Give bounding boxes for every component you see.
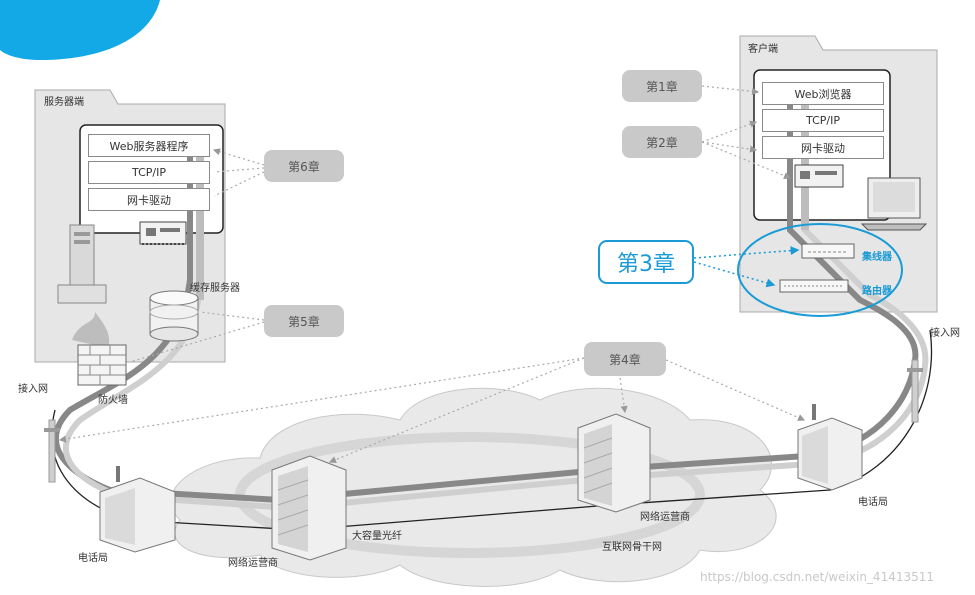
hub-label: 集线器 xyxy=(862,252,892,263)
chapter-2-tag: 第2章 xyxy=(622,126,702,158)
server-tower-icon xyxy=(57,224,107,304)
isp-left-building-icon xyxy=(271,455,347,561)
access-net-left-label: 接入网 xyxy=(18,384,48,395)
server-nic-icon xyxy=(139,221,187,245)
ch6-pointer-3 xyxy=(213,171,265,197)
ch2-pointer-3 xyxy=(701,141,792,180)
access-pole-right-icon xyxy=(907,359,923,423)
chapter3-highlight xyxy=(737,223,903,317)
cable-thin xyxy=(51,329,933,531)
phone-office-right-label: 电话局 xyxy=(858,497,888,508)
cache-server-label: 缓存服务器 xyxy=(190,283,240,294)
ch1-pointer xyxy=(701,85,760,95)
isp-right-building-icon xyxy=(577,413,651,513)
isp-right-label: 网络运营商 xyxy=(640,512,690,523)
chapter-4-tag: 第4章 xyxy=(584,342,666,376)
firewall-label: 防火墙 xyxy=(98,395,128,406)
client-nic-icon xyxy=(794,164,844,188)
ch4-pointer-3 xyxy=(619,377,628,414)
ch4-pointer-2 xyxy=(328,357,585,464)
client-title: 客户端 xyxy=(748,44,778,55)
fiber-label: 大容量光纤 xyxy=(352,531,402,542)
chapter-6-tag: 第6章 xyxy=(264,150,344,182)
cable-left-light xyxy=(62,100,929,512)
ch6-pointer-1 xyxy=(212,148,265,166)
client-layer-tcpip: TCP/IP xyxy=(762,109,884,132)
cache-server-icon xyxy=(149,290,199,342)
ch4-pointer-1 xyxy=(58,357,585,443)
ch6-pointer-2 xyxy=(213,167,265,173)
ch3-pointer-router xyxy=(693,261,776,288)
corner-decoration xyxy=(0,0,160,60)
phone-office-left-label: 电话局 xyxy=(78,553,108,564)
chapter-5-tag: 第5章 xyxy=(264,305,344,337)
chapter-1-tag: 第1章 xyxy=(622,70,702,102)
backbone-label: 互联网骨干网 xyxy=(602,542,662,553)
server-layer-tcpip: TCP/IP xyxy=(88,161,210,184)
ch3-pointer-hub xyxy=(693,246,800,259)
ch4-pointer-4 xyxy=(665,359,806,421)
phone-office-right-icon xyxy=(797,404,863,491)
server-layer-nic-driver: 网卡驱动 xyxy=(88,188,210,211)
ch2-pointer-2 xyxy=(701,141,758,153)
ch5-pointer-1 xyxy=(199,311,265,321)
access-pole-left-icon xyxy=(44,419,60,483)
server-title: 服务器端 xyxy=(44,97,84,108)
client-layer-nic-driver: 网卡驱动 xyxy=(762,136,884,159)
isp-left-label: 网络运营商 xyxy=(228,558,278,569)
access-net-right-label: 接入网 xyxy=(930,328,960,339)
router-icon xyxy=(779,279,849,293)
client-layer-browser: Web浏览器 xyxy=(762,82,884,105)
ch5-pointer-2 xyxy=(129,321,265,363)
monitor-icon xyxy=(860,177,928,231)
phone-office-left-icon xyxy=(99,466,176,553)
chapter-3-tag: 第3章 xyxy=(598,240,694,284)
hub-icon xyxy=(801,243,855,259)
server-layer-webserver: Web服务器程序 xyxy=(88,134,210,157)
watermark: https://blog.csdn.net/weixin_41413511 xyxy=(700,570,935,584)
firewall-icon xyxy=(72,312,127,386)
router-label: 路由器 xyxy=(862,286,892,297)
